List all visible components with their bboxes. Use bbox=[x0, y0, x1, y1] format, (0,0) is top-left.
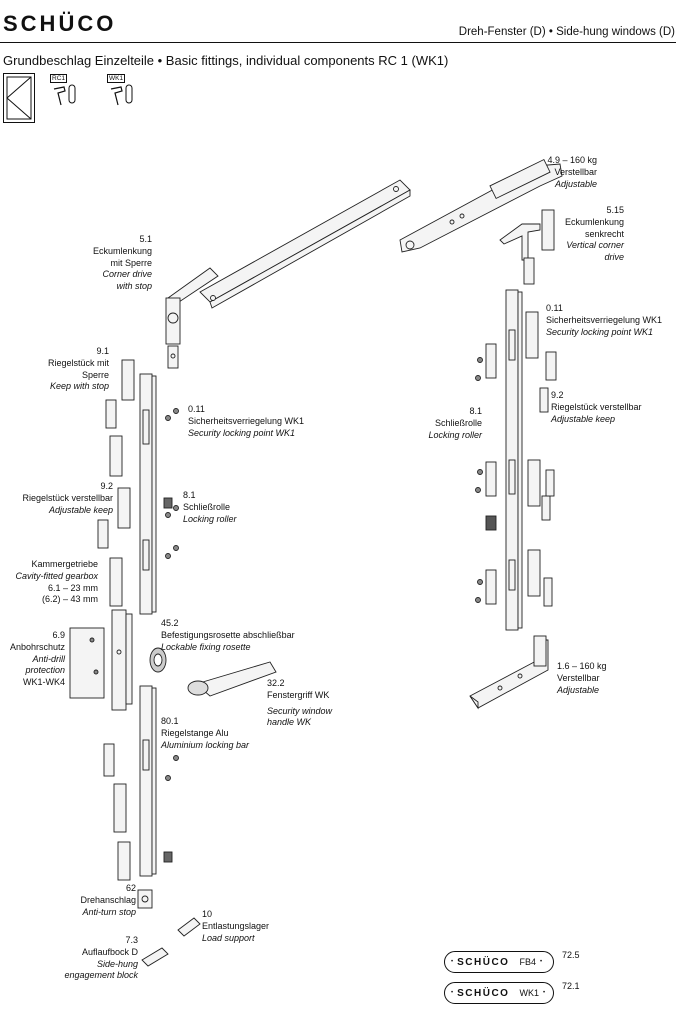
screws bbox=[89, 357, 483, 781]
left-vertical-locking-bar-lower bbox=[139, 685, 157, 877]
schueco-wk1-badge: • SCHÜCO WK1 • bbox=[444, 982, 554, 1004]
stay-arm-4-9 bbox=[399, 158, 563, 253]
anti-turn-stop bbox=[137, 889, 153, 909]
badge-number-72-1: 72.1 bbox=[562, 981, 580, 991]
engagement-block bbox=[141, 947, 169, 967]
page-subtitle: Grundbeschlag Einzelteile • Basic fittin… bbox=[3, 53, 449, 68]
rc1-handle-icon: RC1 bbox=[50, 74, 80, 107]
right-keeps bbox=[485, 311, 557, 607]
top-horizontal-locking-bar bbox=[199, 179, 411, 309]
corner-drive-with-stop bbox=[165, 267, 219, 369]
bottom-support-1-6 bbox=[469, 635, 549, 710]
left-vertical-locking-bar-upper bbox=[139, 373, 157, 615]
window-type-title: Dreh-Fenster (D) • Side-hung windows (D) bbox=[458, 26, 675, 38]
anti-drill-plate bbox=[69, 627, 105, 699]
cavity-fitted-gearbox bbox=[111, 609, 133, 711]
left-keeps bbox=[97, 359, 135, 881]
fixing-rosette bbox=[149, 647, 167, 673]
header-divider bbox=[0, 42, 676, 43]
schueco-logo: SCHÜCO bbox=[3, 11, 117, 36]
label-gearbox: Kammergetriebe Cavity-fitted gearbox 6.1… bbox=[15, 559, 98, 605]
load-support bbox=[177, 917, 201, 937]
locking-rollers bbox=[163, 497, 173, 863]
schueco-fb4-badge: • SCHÜCO FB4 • bbox=[444, 951, 554, 973]
security-window-handle bbox=[187, 661, 277, 697]
side-hung-window-icon bbox=[3, 73, 35, 123]
vertical-corner-drive bbox=[499, 209, 555, 285]
wk1-handle-icon: WK1 bbox=[107, 74, 137, 107]
right-vertical-locking-bar bbox=[505, 289, 523, 631]
badge-number-72-5: 72.5 bbox=[562, 950, 580, 960]
